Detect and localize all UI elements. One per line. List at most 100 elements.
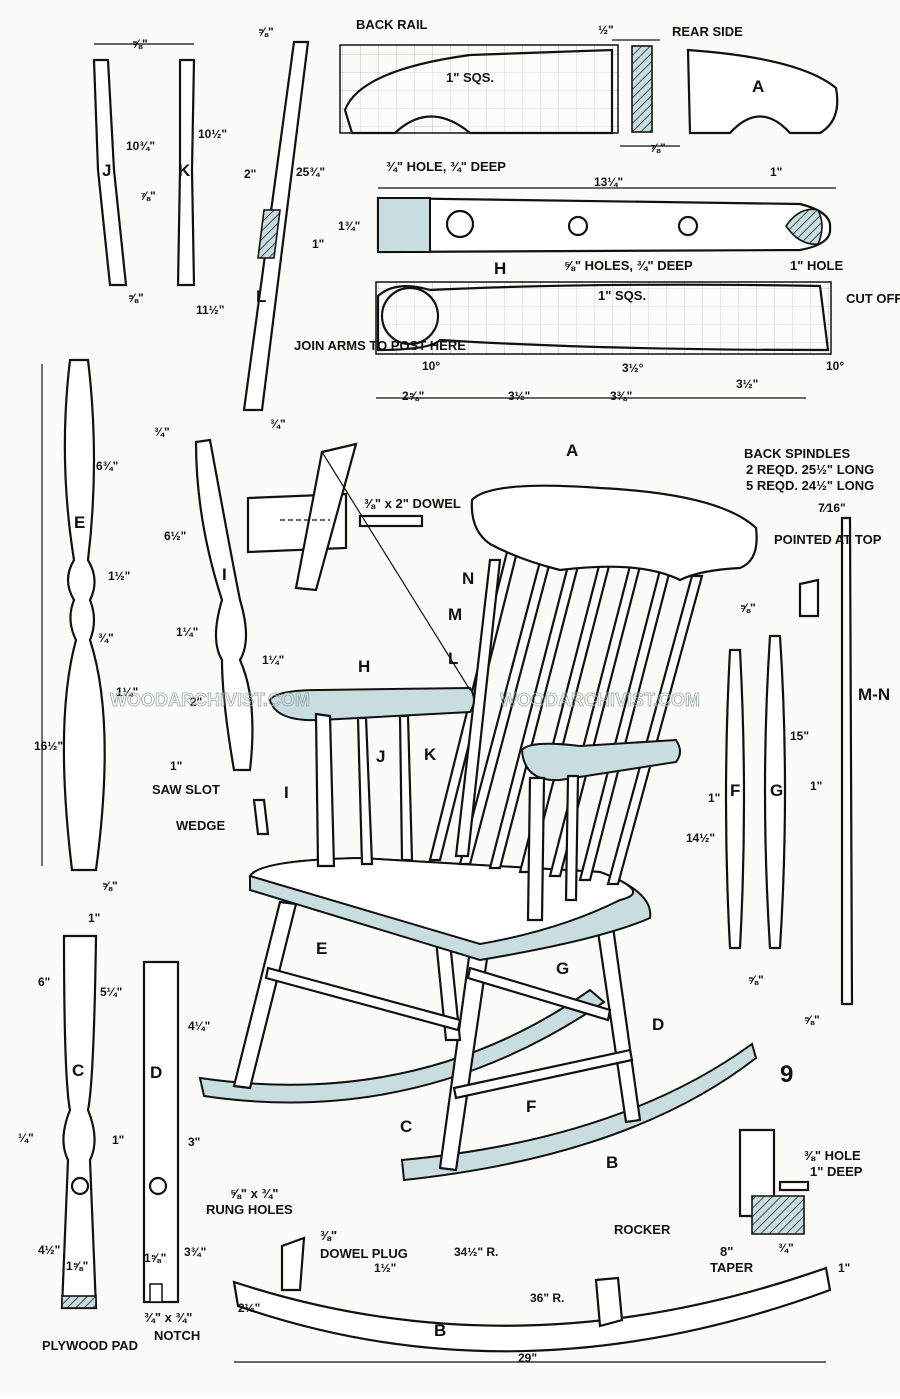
dim-5eighths-e: ⅝" xyxy=(102,879,118,893)
rung-size-label: ⅝" x ¾" xyxy=(230,1186,278,1201)
one-inch-hole-label: 1" HOLE xyxy=(790,258,843,273)
back-spindles-qty-1: 2 REQD. 25½" LONG xyxy=(746,462,874,477)
dim-5eighths-fg-bottom: ⅝" xyxy=(748,973,764,987)
dim-1-inch-cd: 1" xyxy=(112,1133,124,1147)
chair-label-j: J xyxy=(376,747,385,766)
dim-11-half: 11½" xyxy=(196,303,224,317)
pointed-top-label: POINTED AT TOP xyxy=(774,532,882,547)
chair-label-g: G xyxy=(556,959,569,978)
dim-1-half-r: 1½" xyxy=(374,1261,396,1275)
part-j-label: J xyxy=(102,161,111,180)
arm-h-side-pattern: 1" SQS. CUT OFF 2⅝" 3½" 3⅜" 3½" 3½° 10° … xyxy=(375,281,900,403)
dim-2-half: 2½" xyxy=(238,1301,260,1315)
dim-3quarter-e: ¾" xyxy=(98,631,114,645)
dim-seven-eighths: ⅞" xyxy=(650,141,666,155)
dim-5eighths-mn: ⅝" xyxy=(804,1013,820,1027)
dim-2-inch-l: 2" xyxy=(244,167,256,181)
dim-1-half-e: 1½" xyxy=(108,569,130,583)
back-spindles-title: BACK SPINDLES xyxy=(744,446,851,461)
three-quarter-hole-label: ¾" HOLE, ¾" DEEP xyxy=(386,159,506,174)
front-leg-c: C 1" 6" 5¼" ¼" 4½" 1⅝" PLYWOOD PAD xyxy=(18,911,138,1353)
taper-length-label: 8" xyxy=(720,1244,733,1259)
arm-post-i: I ¾" 6½" 1¼" 1¼" 2" 1" SAW SLOT WEDGE xyxy=(152,425,284,836)
dim-14-half: 14½" xyxy=(686,831,715,845)
dim-5eighths-l: ⅝" xyxy=(258,25,274,39)
dim-10-deg-a: 10° xyxy=(422,359,440,373)
dim-6-half: 6½" xyxy=(164,529,186,543)
dim-1-quarter-i: 1¼" xyxy=(176,625,198,639)
saw-slot-label: SAW SLOT xyxy=(152,782,220,797)
dim-1-3quarter: 1¾" xyxy=(338,219,360,233)
part-k-label: K xyxy=(178,161,191,180)
rungs-f-g: F G ⅝" 15" 1" 1" 14½" ⅝" xyxy=(686,601,822,987)
chair-label-d: D xyxy=(652,1015,664,1034)
assembled-rocking-chair: A N M L H J K I E G D F C B 9 xyxy=(198,441,793,1182)
dim-3-half-b: 3½" xyxy=(736,377,758,391)
part-g-label: G xyxy=(770,781,783,800)
dim-2-inch-i: 2" xyxy=(190,695,202,709)
wedge-label: WEDGE xyxy=(176,818,225,833)
dim-25-3quarter: 25¾" xyxy=(296,165,325,179)
arm-spindles-jk: J K ⅝" 10¾" 10½" ⅞" ⅝" xyxy=(92,37,227,305)
dowel-plug-size: ⅜" xyxy=(320,1228,337,1243)
notch-label: NOTCH xyxy=(154,1328,200,1343)
dim-36-r: 36" R. xyxy=(530,1291,564,1305)
dim-1-quarter-i2: 1¼" xyxy=(262,653,284,667)
dim-3quarter-l: ¾" xyxy=(270,417,286,431)
dim-4-quarter: 4¼" xyxy=(188,1019,210,1033)
dim-3quarter-i: ¾" xyxy=(154,425,170,439)
one-inch-deep-label: 1" DEEP xyxy=(810,1164,863,1179)
rear-side-label: REAR SIDE xyxy=(672,24,743,39)
dim-5eighths-jk: ⅝" xyxy=(128,291,144,305)
dim-10-deg-b: 10° xyxy=(826,359,844,373)
rear-leg-d: D 4¼" 1" 3" 3¾" 1⅝" ⅝" x ¾" RUNG HOLES ¾… xyxy=(112,960,293,1343)
chair-label-e: E xyxy=(316,939,327,958)
rocker-hole-detail: ⅜" HOLE 1" DEEP ¾" xyxy=(738,1128,863,1255)
dim-half-inch: ½" xyxy=(598,23,614,37)
dim-3-inch: 3" xyxy=(188,1135,200,1149)
arm-post-dowel-detail: ⅜" x 2" DOWEL xyxy=(246,442,461,592)
dim-2-5eighths: 2⅝" xyxy=(402,389,424,403)
dim-4-half: 4½" xyxy=(38,1243,60,1257)
dim-13-quarter: 13¼" xyxy=(594,175,623,189)
rocker-b: B ROCKER ⅜" DOWEL PLUG 1½" 34½" R. 36" R… xyxy=(232,1222,850,1365)
chair-label-c: C xyxy=(400,1117,412,1136)
dim-quarter-inch: ¼" xyxy=(18,1131,34,1145)
taper-label: TAPER xyxy=(710,1260,754,1275)
rocker-label: ROCKER xyxy=(614,1222,671,1237)
chair-label-f: F xyxy=(526,1097,536,1116)
dim-3-3quarter: 3¾" xyxy=(184,1245,206,1259)
chair-label-h: H xyxy=(358,657,370,676)
dim-34-half-r: 34½" R. xyxy=(454,1245,498,1259)
join-arms-label: JOIN ARMS TO POST HERE xyxy=(294,338,466,353)
dim-29-inch: 29" xyxy=(518,1351,537,1365)
dim-6-3quarter: 6¾" xyxy=(96,459,118,473)
five-eighth-holes-label: ⅝" HOLES, ¾" DEEP xyxy=(564,258,693,273)
dim-7eighths-jk: ⅞" xyxy=(140,189,156,203)
rung-holes-label: RUNG HOLES xyxy=(206,1202,293,1217)
back-spindles-qty-2: 5 REQD. 24½" LONG xyxy=(746,478,874,493)
dim-1-inch-r: 1" xyxy=(838,1261,850,1275)
notch-size-label: ¾" x ¾" xyxy=(144,1310,192,1325)
dim-10-3quarter: 10¾" xyxy=(126,139,155,153)
watermark-left: WOODARCHIVIST.COM xyxy=(110,690,310,710)
part-h-label: H xyxy=(494,259,506,278)
front-stretcher-e: E 6¾" 1½" ¾" 1¼" 16½" ⅝" xyxy=(34,358,138,893)
dim-3quarter-r: ¾" xyxy=(778,1241,794,1255)
arm-h-plan: 13¼" ¾" HOLE, ¾" DEEP ⅝" HOLES, ¾" DEEP … xyxy=(338,159,843,278)
dim-1-5eighths-d: 1⅝" xyxy=(144,1251,166,1265)
dim-7-16ths: 7⁄16" xyxy=(818,501,846,515)
dim-16-half: 16½" xyxy=(34,739,63,753)
chair-label-l: L xyxy=(448,649,458,668)
chair-label-k: K xyxy=(424,745,437,764)
dim-1-5eighths-c: 1⅝" xyxy=(66,1259,88,1273)
dim-5eighths-fg: ⅝" xyxy=(740,601,756,615)
dim-3-half-deg: 3½° xyxy=(622,361,644,375)
part-mn-label: M-N xyxy=(858,685,890,704)
dim-1-inch-c: 1" xyxy=(88,911,100,925)
chair-label-b: B xyxy=(606,1153,618,1172)
dim-1-inch-g: 1" xyxy=(810,779,822,793)
rear-post-l: L ⅝" 25¾" 2" 1" 11½" ¾" JOIN ARMS TO POS… xyxy=(196,25,466,431)
